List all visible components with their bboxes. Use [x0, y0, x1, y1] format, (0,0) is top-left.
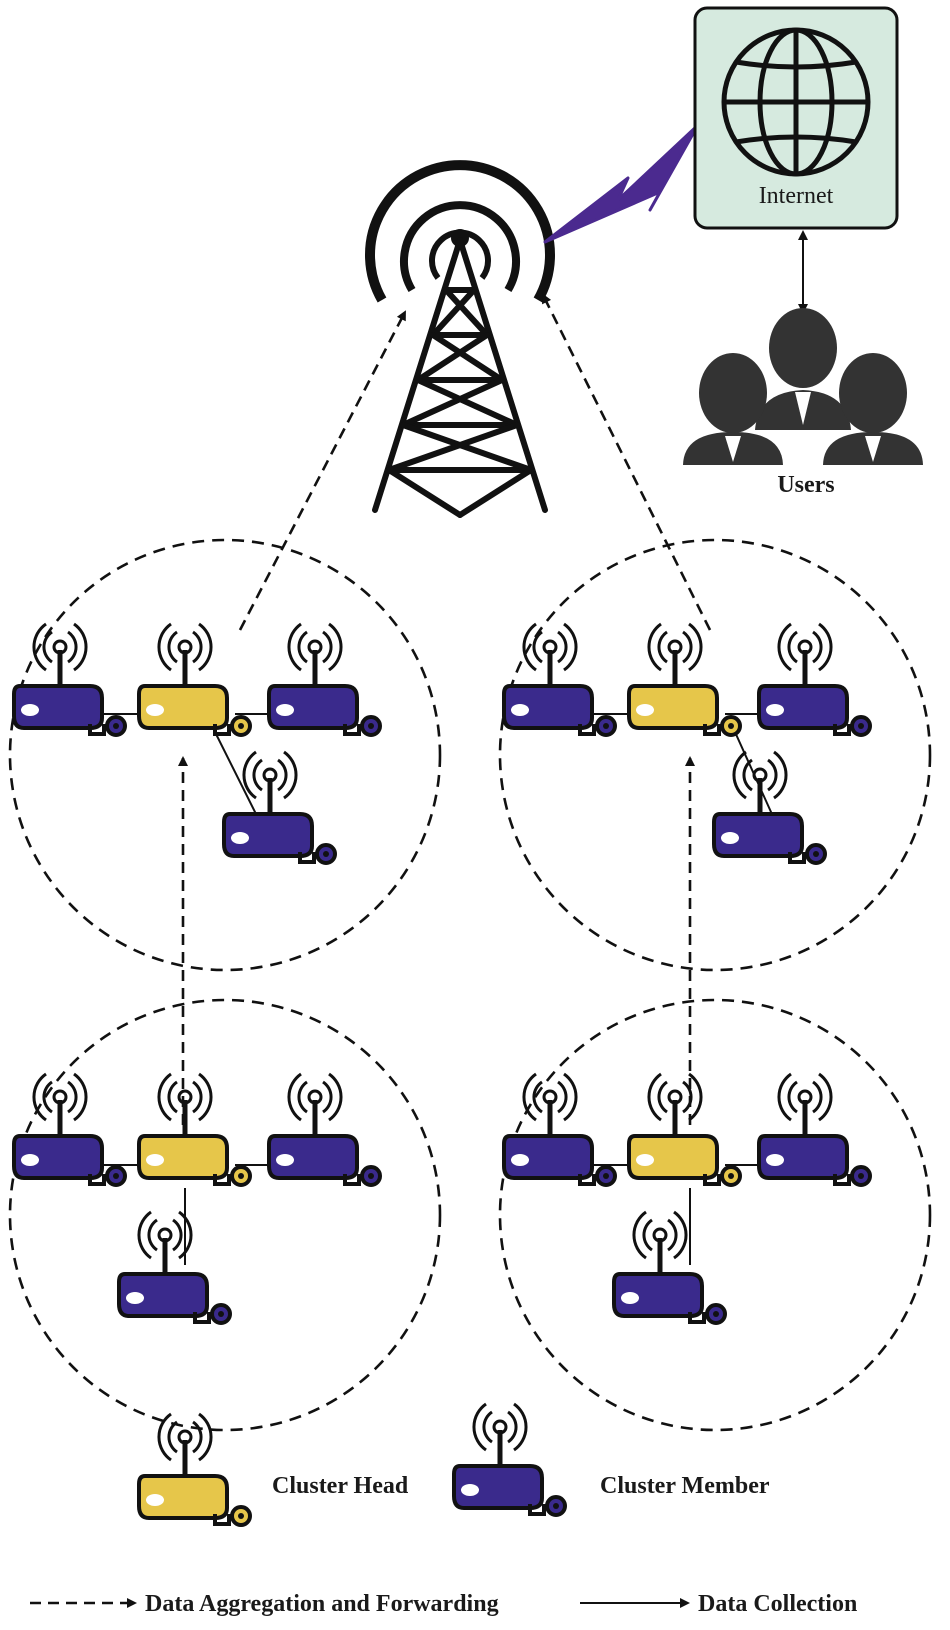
legend-collection-label: Data Collection: [698, 1591, 857, 1617]
cluster-member-node-bottom-right-3: [612, 1210, 727, 1325]
cluster-member-node-bottom-left-2: [267, 1072, 382, 1187]
collection-links: [100, 713, 781, 1265]
internet-label: Internet: [759, 183, 834, 209]
cluster-member-node-top-right-3: [712, 750, 827, 865]
legend-aggregation-label: Data Aggregation and Forwarding: [145, 1591, 499, 1617]
cluster-member-node-top-left-3: [222, 750, 337, 865]
cluster-member-node-top-right-2: [757, 622, 872, 737]
cluster-member-node-top-left-1: [12, 622, 127, 737]
tower-icon: [365, 160, 555, 518]
cluster-member-node-bottom-left-1: [12, 1072, 127, 1187]
cluster-circle-top-right: [498, 538, 932, 972]
aggregation-link-left-to-tower: [238, 310, 407, 631]
globe-icon: [721, 27, 871, 177]
legend-cluster-member-label: Cluster Member: [600, 1473, 770, 1499]
cluster-boundaries: [8, 538, 932, 1432]
users-icon: [683, 308, 923, 465]
cluster-member-node-top-right-1: [502, 622, 617, 737]
cluster-member-node-bottom-right-1: [502, 1072, 617, 1187]
legend-cluster-member-icon: [452, 1402, 567, 1517]
cluster-circle-top-left: [8, 538, 442, 972]
cluster-head-node-bottom-left: [137, 1072, 252, 1187]
users-label: Users: [777, 472, 834, 498]
lightning-icon: [543, 123, 700, 244]
cluster-head-node-top-right: [627, 622, 742, 737]
cluster-circle-bottom-left: [8, 998, 442, 1432]
legend-cluster-head-icon: [137, 1412, 252, 1527]
cluster-head-node-top-left: [137, 622, 252, 737]
cluster-member-node-top-left-2: [267, 622, 382, 737]
cluster-member-node-bottom-right-2: [757, 1072, 872, 1187]
legend: Cluster Head Cluster Member Data Aggrega…: [30, 1402, 857, 1617]
cluster-circle-bottom-right: [498, 998, 932, 1432]
cluster-member-node-bottom-left-3: [117, 1210, 232, 1325]
cluster-head-node-bottom-right: [627, 1072, 742, 1187]
legend-cluster-head-label: Cluster Head: [272, 1473, 409, 1499]
internet-box: Internet: [693, 6, 899, 230]
aggregation-link-right-to-tower: [541, 293, 712, 631]
sensor-nodes: [12, 622, 872, 1325]
